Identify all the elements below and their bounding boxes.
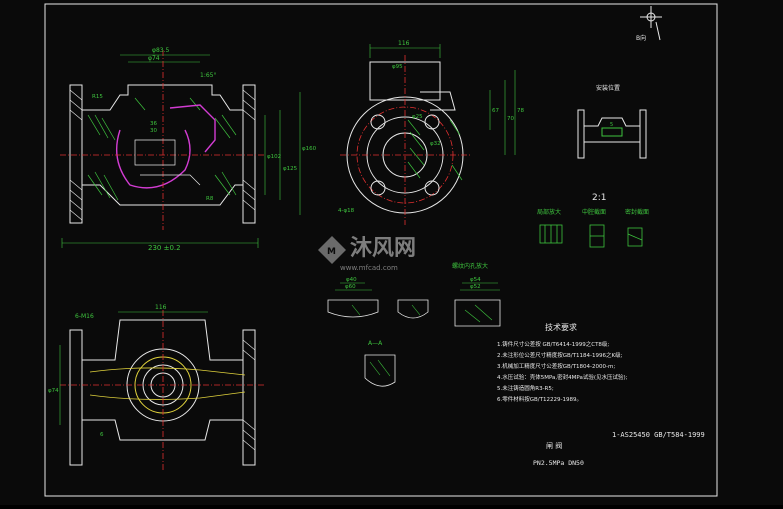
detail-label-3: 密封截面: [625, 208, 649, 216]
part-spec: PN2.5MPa DN50: [533, 459, 584, 467]
section-aa-shape: [364, 354, 396, 387]
dim-r15: R15: [92, 94, 103, 100]
bottom-dim-6: 6: [100, 432, 104, 438]
bottom-dim-holes: 6-M16: [75, 313, 94, 320]
bottom-dim-d: φ74: [48, 388, 59, 394]
watermark-brand: 沐风网: [350, 236, 416, 261]
dim-angle: 1:65°: [200, 72, 216, 79]
svg-text:M: M: [327, 247, 336, 257]
detail-d54: φ54: [470, 277, 481, 283]
watermark-logo: M: [318, 236, 346, 264]
dim-d160: φ160: [302, 146, 317, 152]
front-view: [60, 50, 301, 248]
watermark-url: www.mfcad.com: [340, 264, 398, 272]
dim-total-length: 230 ±0.2: [148, 244, 181, 252]
bottom-view: [59, 310, 265, 470]
tech-item-3: 3.机械加工精度尺寸公差按GB/T1804-2000-m;: [497, 362, 615, 370]
view-direction-marker: [640, 6, 662, 41]
side-dim-top: 116: [398, 40, 410, 47]
part-name: 闸 阀: [546, 441, 562, 450]
dim-n30: 30: [150, 128, 157, 134]
detail-label-1: 局部放大: [537, 208, 561, 216]
side-dim-d95: φ95: [392, 64, 403, 70]
dim-r8: R8: [206, 196, 214, 202]
tech-title: 技术要求: [545, 322, 577, 332]
detail-d52: φ52: [470, 284, 481, 290]
dim-d125: φ125: [283, 166, 298, 172]
tech-item-2: 2.未注形位公差尺寸精度按GB/T1184-1996之K级;: [497, 351, 623, 359]
scale-ratio: 2:1: [592, 193, 606, 203]
tech-item-4: 4.水压试验：壳体5MPa,密封4MPa试验(见水压试验);: [497, 373, 628, 381]
view-direction-label: B向: [636, 34, 646, 42]
drawing-frame: [44, 3, 718, 497]
section-aa-label: A—A: [368, 340, 383, 347]
tech-item-5: 5.未注铸造圆角R3-R5;: [497, 384, 554, 392]
dim-top-outer: φ83.5: [152, 47, 170, 54]
side-dim-67: 67: [492, 108, 499, 114]
dim-n36: 36: [150, 121, 157, 127]
install-position-sketch: [577, 109, 647, 159]
detail-d60: φ60: [345, 284, 356, 290]
detail-label-2: 中腔截面: [582, 208, 606, 216]
bottom-dim-top: 116: [155, 304, 167, 311]
detail-sections: [539, 224, 643, 248]
install-position-label: 安装位置: [596, 84, 620, 92]
side-dim-d32: φ32: [430, 141, 441, 147]
section-details-mid: [327, 299, 501, 327]
detail-d40: φ40: [346, 277, 357, 283]
thread-detail-label: 螺纹内孔放大: [452, 262, 488, 270]
side-dim-d25: φ25: [412, 114, 423, 120]
tech-item-6: 6.零件材料按GB/T12229-1989。: [497, 395, 582, 403]
side-view: [340, 44, 516, 225]
dim-d102: φ102: [267, 154, 281, 160]
part-code: 1-AS25450 GB/T584-1999: [612, 431, 705, 439]
side-dim-70: 70: [507, 116, 514, 122]
side-dim-78: 78: [517, 108, 524, 114]
dim-top-inner: φ74: [148, 55, 160, 62]
tech-item-1: 1.铸件尺寸公差按 GB/T6414-1999之CT8级;: [497, 340, 609, 348]
side-dim-holes: 4-φ18: [338, 208, 355, 214]
install-dim: 5: [610, 122, 613, 128]
